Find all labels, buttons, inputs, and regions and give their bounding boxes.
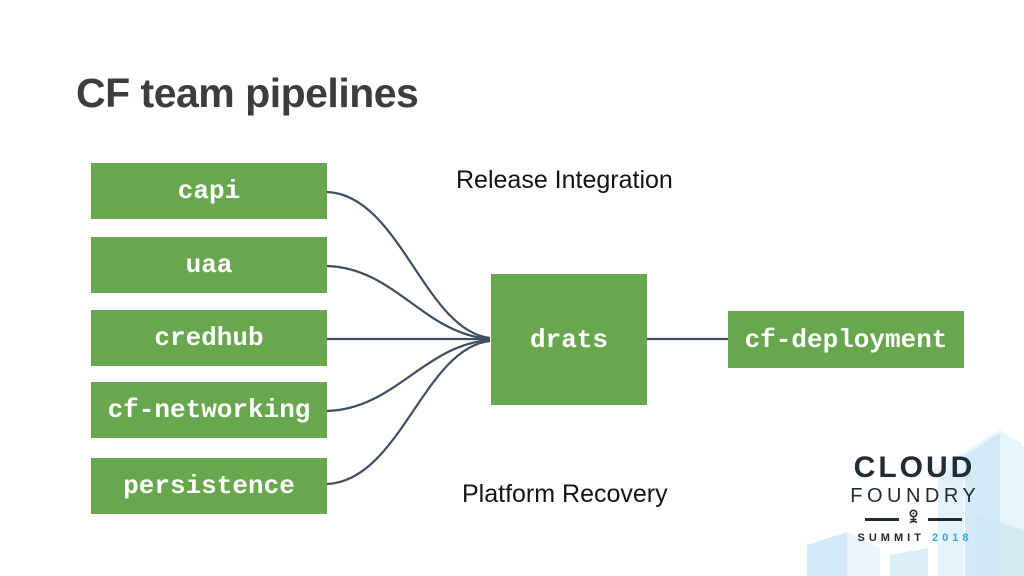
divider-rule-right — [927, 517, 962, 521]
skyline-graphic — [807, 430, 1024, 576]
cloud-foundry-mark-icon — [907, 509, 920, 529]
node-persistence: persistence — [91, 458, 327, 514]
logo-divider — [864, 509, 962, 529]
edge-uaa-drats — [326, 264, 491, 341]
node-cf-deployment: cf-deployment — [728, 311, 964, 368]
node-credhub: credhub — [91, 310, 327, 366]
cloud-foundry-summit-logo: CLOUD FOUNDRY SUMMIT 2018 — [840, 451, 986, 545]
logo-summit-line: SUMMIT 2018 — [858, 532, 973, 544]
summit-text: SUMMIT — [857, 532, 925, 544]
label-release-integration: Release Integration — [456, 166, 673, 194]
node-uaa: uaa — [91, 237, 327, 293]
node-cf-networking: cf-networking — [91, 382, 327, 438]
logo-foundry-text: FOUNDRY — [850, 485, 981, 507]
edge-cf-networking-drats — [326, 338, 491, 413]
edge-persistence-drats — [326, 339, 491, 486]
logo-cloud-text: CLOUD — [853, 451, 976, 484]
label-platform-recovery: Platform Recovery — [462, 480, 668, 508]
node-drats: drats — [491, 274, 647, 405]
edge-capi-drats — [326, 190, 491, 340]
node-capi: capi — [91, 163, 327, 219]
divider-rule-left — [864, 517, 899, 521]
slide-title: CF team pipelines — [76, 70, 419, 116]
summit-year-text: 2018 — [931, 532, 973, 544]
